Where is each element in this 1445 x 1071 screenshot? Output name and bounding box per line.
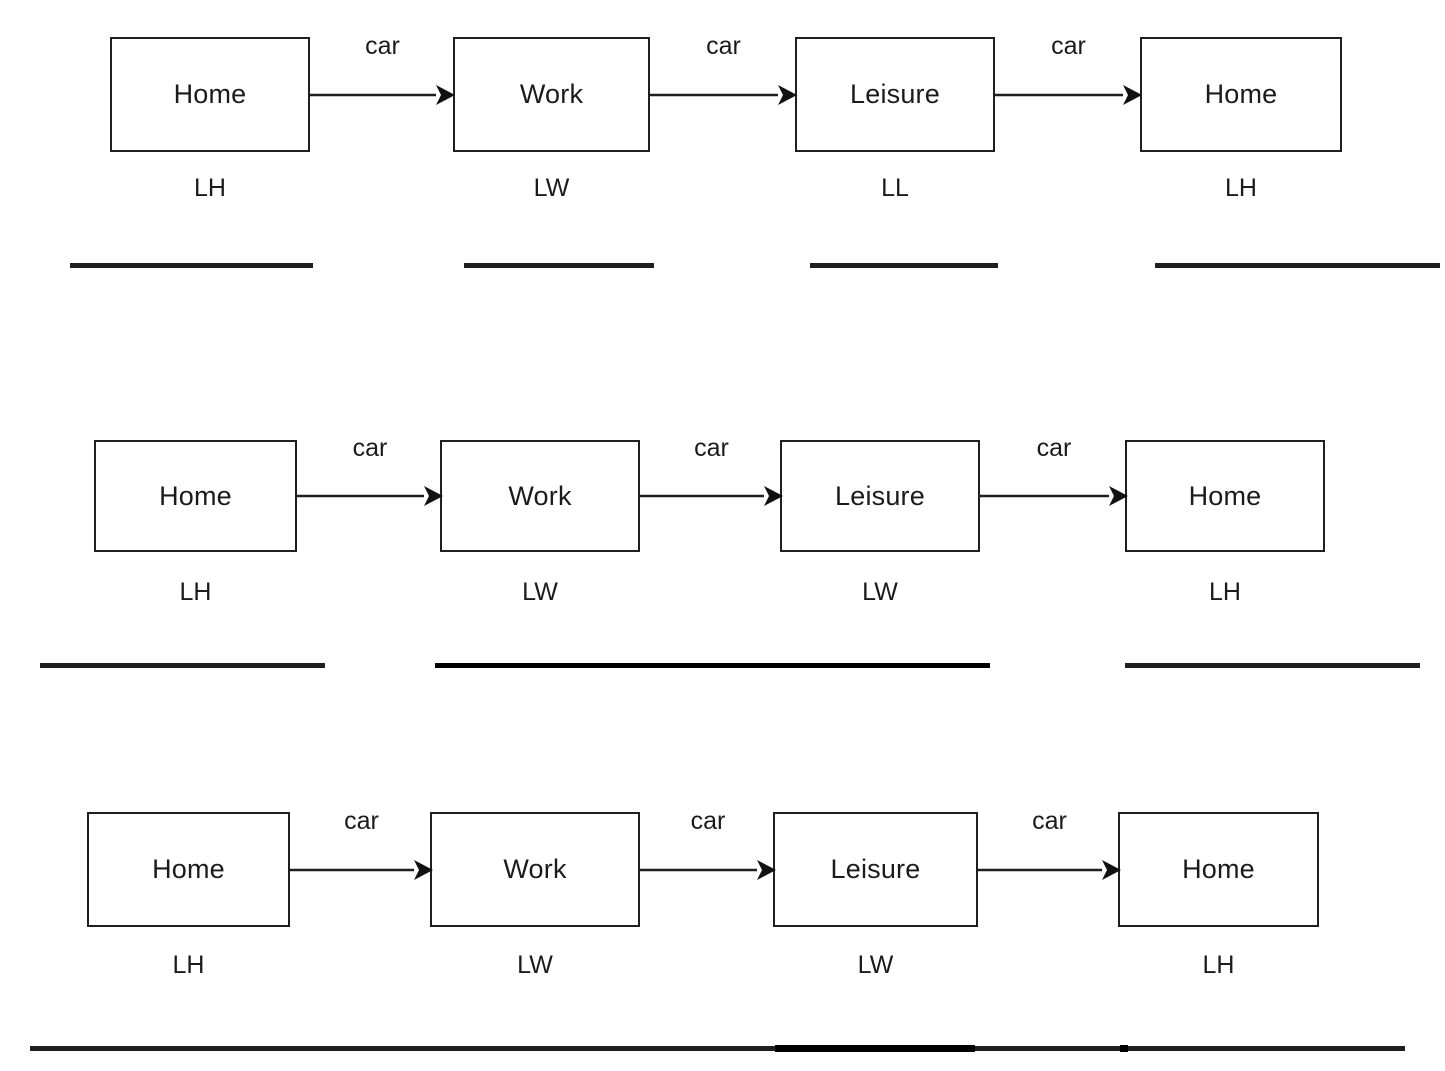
node-label: Home [1188,480,1262,511]
node-label: Work [508,480,572,511]
edge-arrow-r2e2 [640,486,783,506]
node-code-r1c2: LW [533,174,570,202]
timeline-bar-segment [1125,663,1420,668]
node-work-r3c2[interactable]: Work [430,812,640,927]
edge-label-r3e1: car [344,807,379,835]
edge-arrow-r2e3 [980,486,1128,506]
edge-label-r1e1: car [365,32,400,60]
node-code-r2c2: LW [522,578,558,606]
node-label: Home [1204,79,1278,109]
node-label: Home [173,79,247,109]
edge-label-r2e3: car [1036,434,1072,462]
edge-label-r3e2: car [690,807,726,835]
chain-row-1: Home LH Work LW Leisure LL Home LH car c… [0,0,1445,300]
edge-arrow-r1e3 [995,85,1142,105]
node-code-r1c3: LL [881,174,909,202]
edge-label-r2e1: car [352,434,388,462]
node-work-r2c2[interactable]: Work [440,440,640,552]
node-home-r3c4[interactable]: Home [1118,812,1319,927]
timeline-bar-segment [1120,1045,1128,1052]
node-label: Home [1182,854,1255,884]
node-leisure-r3c3[interactable]: Leisure [773,812,978,927]
node-home-r2c1[interactable]: Home [94,440,297,552]
edge-label-r3e3: car [1032,807,1067,835]
node-label: Work [503,854,567,884]
edge-arrow-r1e1 [310,85,455,105]
edge-label-r1e2: car [706,32,741,60]
node-leisure-r1c3[interactable]: Leisure [795,37,995,152]
chain-row-2: Home LH Work LW Leisure LW Home LH car c… [0,400,1445,700]
node-label: Leisure [850,79,940,109]
node-home-r1c1[interactable]: Home [110,37,310,152]
node-label: Work [519,79,584,109]
edge-label-r1e3: car [1051,32,1086,60]
node-code-r1c4: LH [1225,174,1257,202]
timeline-bar-segment [40,663,325,668]
timeline-bar-segment [1155,263,1440,268]
node-code-r2c4: LH [1209,578,1241,606]
timeline-bar-segment [70,263,313,268]
chain-row-3: Home LH Work LW Leisure LW Home LH car c… [0,775,1445,1071]
timeline-bar-segment [464,263,654,268]
edge-arrow-r3e2 [640,860,776,880]
node-work-r1c2[interactable]: Work [453,37,650,152]
node-label: Leisure [830,854,921,884]
node-code-r3c2: LW [517,951,553,979]
node-code-r3c1: LH [172,951,205,979]
node-home-r3c1[interactable]: Home [87,812,290,927]
node-label: Leisure [835,480,925,511]
edge-label-r2e2: car [694,434,729,462]
edge-arrow-r3e1 [290,860,433,880]
node-label: Home [152,854,225,884]
node-code-r3c4: LH [1202,951,1235,979]
edge-arrow-r2e1 [297,486,443,506]
node-code-r3c3: LW [857,951,894,979]
timeline-bar-segment [30,1046,1405,1051]
node-code-r2c3: LW [862,578,898,606]
edge-arrow-r1e2 [650,85,797,105]
timeline-bar-segment [775,1045,975,1052]
node-home-r2c4[interactable]: Home [1125,440,1325,552]
node-code-r2c1: LH [179,578,212,606]
node-home-r1c4[interactable]: Home [1140,37,1342,152]
node-label: Home [159,480,232,511]
node-leisure-r2c3[interactable]: Leisure [780,440,980,552]
timeline-bar-segment [810,263,998,268]
edge-arrow-r3e3 [978,860,1121,880]
node-code-r1c1: LH [194,174,226,202]
timeline-bar-segment [435,663,990,668]
